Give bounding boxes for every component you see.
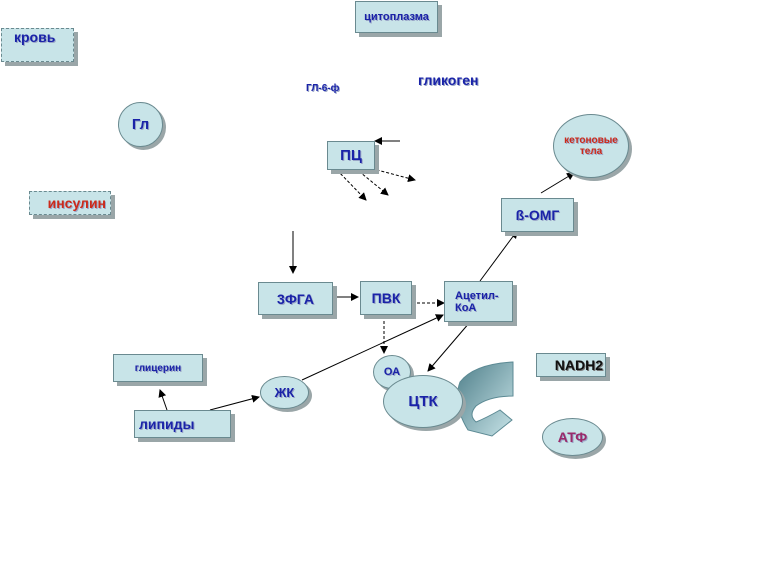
node-insulin-label: инсулин — [47, 195, 106, 211]
arrow-acetil-to-bomg — [479, 230, 518, 282]
node-glicerin: глицерин — [113, 354, 203, 382]
arrow-lipidy-to-zhk — [209, 394, 260, 411]
node-pvk-label: ПВК — [371, 290, 401, 306]
node-atf: АТФ — [542, 418, 603, 456]
node-pvk: ПВК — [360, 281, 412, 315]
node-zfga: 3ФГА — [258, 282, 333, 315]
arrow-pc-out-3 — [336, 169, 367, 201]
arrow-pc-out-2 — [354, 167, 389, 196]
node-gl: Гл — [118, 102, 163, 147]
node-nadh2-label: NADH2 — [554, 357, 603, 373]
node-glicerin-label: глицерин — [134, 362, 182, 374]
node-acetil-koa: Ацетил- КоА — [444, 281, 513, 322]
node-acetil-label-2: КоА — [455, 301, 477, 314]
node-pc: ПЦ — [327, 141, 375, 170]
label-glikogen: гликоген — [418, 72, 479, 88]
node-acetil-label-1: Ацетил- — [455, 289, 499, 302]
ctk-cycle-arrow — [456, 361, 514, 437]
node-ketonovye: кетоновые тела — [553, 114, 629, 178]
arrow-pc-out-1 — [361, 165, 416, 183]
node-krov-label: кровь — [14, 29, 56, 45]
arrow-lipidy-to-glicerin — [158, 389, 168, 411]
node-atf-label: АТФ — [557, 429, 588, 445]
node-b-omg: ß-ОМГ — [501, 198, 574, 232]
node-lipidy: липиды — [134, 410, 231, 438]
node-gl-label: Гл — [131, 116, 150, 133]
node-krov: кровь — [1, 28, 74, 62]
node-nadh2: NADH2 — [536, 353, 606, 377]
node-b-omg-label: ß-ОМГ — [515, 207, 560, 223]
node-zhk: ЖК — [260, 376, 309, 409]
arrow-bomg-to-keton — [540, 172, 575, 194]
node-pc-label: ПЦ — [340, 147, 362, 164]
node-insulin: инсулин — [29, 191, 111, 215]
node-ctk: ЦТК — [383, 375, 463, 428]
node-ctk-label: ЦТК — [408, 393, 438, 410]
node-lipidy-label: липиды — [139, 416, 195, 432]
node-zhk-label: ЖК — [274, 385, 295, 400]
label-gl6f: ГЛ-6-ф — [306, 83, 340, 94]
arrow-acetil-to-ctk — [427, 321, 471, 372]
node-oa-label: ОА — [383, 366, 401, 378]
node-citoplazma: цитоплазма — [355, 1, 438, 33]
node-ketonovye-label: кетоновые тела — [564, 135, 618, 157]
arrow-zhk-to-acetil — [301, 314, 444, 381]
node-zfga-label: 3ФГА — [277, 290, 314, 307]
node-citoplazma-label: цитоплазма — [364, 11, 429, 23]
